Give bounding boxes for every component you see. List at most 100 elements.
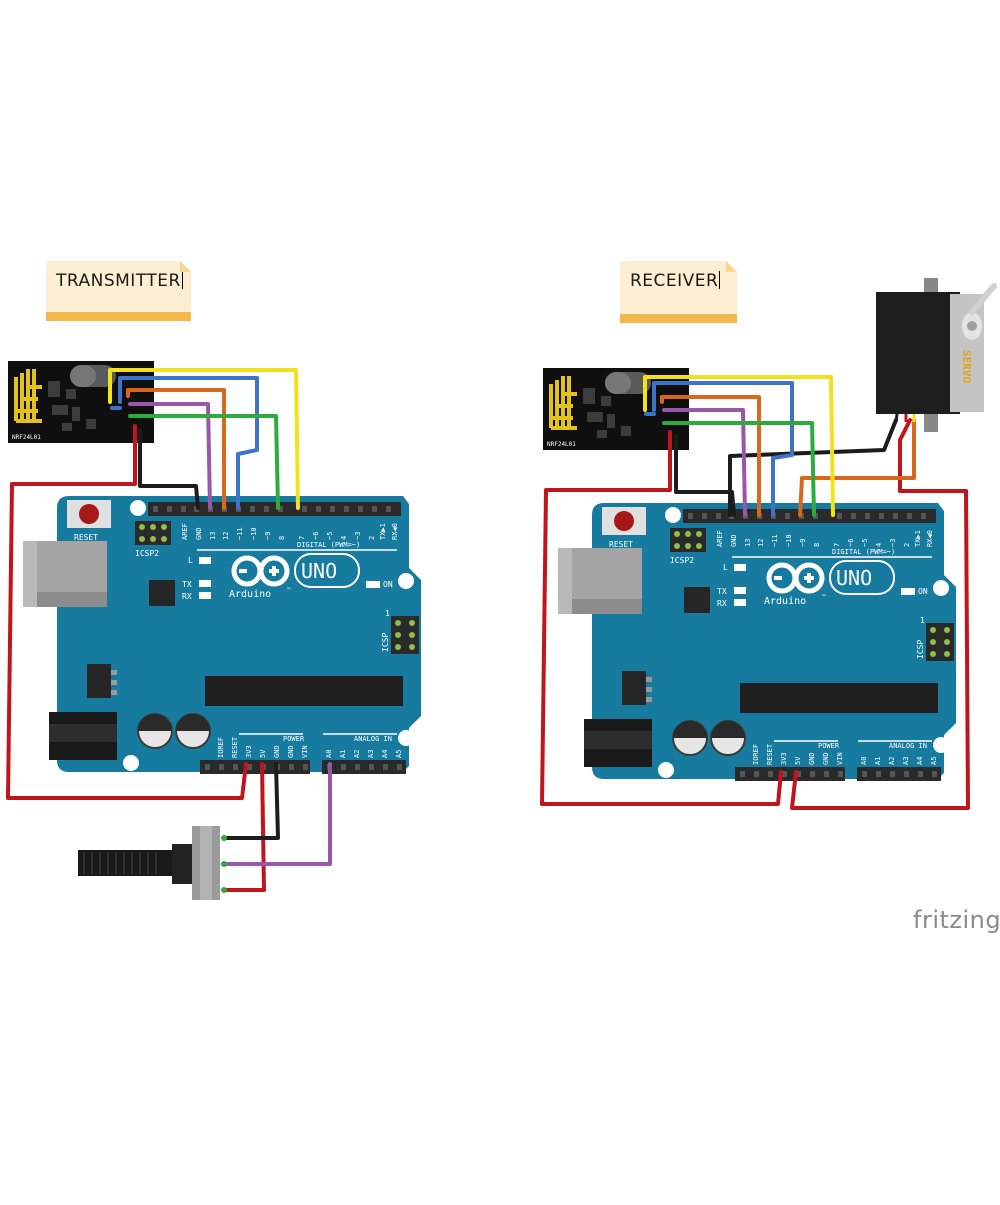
icsp2-label: ICSP2 — [135, 549, 159, 558]
pin-3v3: 3V3 — [780, 752, 788, 765]
pin-10: ~10 — [785, 534, 793, 547]
pin-6: ~6 — [312, 532, 320, 540]
pin-2: 2 — [368, 536, 376, 540]
uno-logo-text: UNO — [836, 566, 872, 590]
pin-3v3: 3V3 — [245, 745, 253, 758]
pin-a2: A2 — [353, 750, 361, 758]
pin-reset: RESET — [231, 736, 239, 758]
pin-gnd-1: GND — [808, 752, 816, 765]
pin-10: ~10 — [250, 527, 258, 540]
led-on-label: ON — [918, 587, 928, 596]
power-label: POWER — [283, 735, 305, 743]
pin-2: 2 — [903, 543, 911, 547]
digital-label: DIGITAL (PWM=~) — [297, 541, 360, 549]
led-on-label: ON — [383, 580, 393, 589]
pin-rx0: RX◀0 — [391, 523, 399, 540]
pin-a5: A5 — [395, 750, 403, 758]
led-rx-label: RX — [182, 592, 192, 601]
pin-aref: AREF — [716, 530, 724, 547]
receiver-note[interactable]: RECEIVER — [620, 261, 737, 323]
pin-gnd-2: GND — [822, 752, 830, 765]
pin-11: ~11 — [771, 534, 779, 547]
arduino-labels-receiver: RESET ICSP2 DIGITAL (PWM=~) L TX RX ON 1… — [609, 530, 938, 765]
fritzing-logo: fritzing — [913, 906, 1000, 934]
icsp-label: ICSP — [381, 633, 390, 652]
led-tx-label: TX — [717, 587, 727, 596]
pin-a4: A4 — [916, 757, 924, 765]
arduino-brand: Arduino — [229, 589, 271, 600]
pin-a3: A3 — [367, 750, 375, 758]
trademark: ™ — [287, 587, 291, 594]
icsp2-label: ICSP2 — [670, 556, 694, 565]
transmitter-note-text: TRANSMITTER — [56, 271, 181, 291]
pin-3: ~3 — [889, 539, 897, 547]
analog-label: ANALOG IN — [889, 742, 927, 750]
arduino-brand: Arduino — [764, 596, 806, 607]
pin-4: 4 — [875, 543, 883, 547]
nrf24l01-label-receiver: NRF24L01 — [547, 441, 576, 448]
pin-gnd-digital: GND — [730, 534, 738, 547]
pin-a0: A0 — [860, 757, 868, 765]
pin-aref: AREF — [181, 523, 189, 540]
icsp-pin1-label: 1 — [385, 609, 390, 618]
pin-13: 13 — [209, 532, 217, 540]
wiring-transmitter — [6, 368, 332, 892]
pin-ioref: IOREF — [752, 744, 760, 765]
pin-12: 12 — [757, 539, 765, 547]
pin-3: ~3 — [354, 532, 362, 540]
pin-6: ~6 — [847, 539, 855, 547]
arduino-labels-transmitter: RESET ICSP2 DIGITAL (PWM=~) L TX RX ON 1… — [74, 523, 403, 758]
pin-a0: A0 — [325, 750, 333, 758]
pin-5: ~5 — [861, 539, 869, 547]
icsp-label: ICSP — [916, 640, 925, 659]
trademark: ™ — [822, 594, 826, 601]
pin-8: 8 — [278, 536, 286, 540]
icsp-pin1-label: 1 — [920, 616, 925, 625]
pin-11: ~11 — [236, 527, 244, 540]
pin-9: ~9 — [264, 532, 272, 540]
text-cursor — [181, 271, 183, 289]
analog-label: ANALOG IN — [354, 735, 392, 743]
pin-ioref: IOREF — [217, 737, 225, 758]
nrf24l01-label-transmitter: NRF24L01 — [12, 434, 41, 441]
uno-logo-text: UNO — [301, 559, 337, 583]
pin-gnd-2: GND — [287, 745, 295, 758]
servo-label: SERVO — [960, 350, 973, 383]
pin-12: 12 — [222, 532, 230, 540]
pin-a1: A1 — [874, 757, 882, 765]
servo-motor — [876, 278, 997, 432]
receiver-note-text: RECEIVER — [630, 271, 719, 291]
pin-5v: 5V — [259, 749, 267, 758]
pin-a4: A4 — [381, 750, 389, 758]
pin-vin: VIN — [836, 752, 844, 765]
led-rx-label: RX — [717, 599, 727, 608]
pin-5v: 5V — [794, 756, 802, 765]
reset-label: RESET — [609, 540, 633, 549]
reset-label: RESET — [74, 533, 98, 542]
pin-8: 8 — [813, 543, 821, 547]
led-tx-label: TX — [182, 580, 192, 589]
led-l-label: L — [723, 563, 728, 572]
potentiometer — [78, 826, 227, 900]
transmitter-note[interactable]: TRANSMITTER — [46, 261, 191, 321]
pin-a1: A1 — [339, 750, 347, 758]
pin-tx1: TX▶1 — [379, 523, 387, 540]
pin-5: ~5 — [326, 532, 334, 540]
pin-a3: A3 — [902, 757, 910, 765]
text-cursor — [719, 271, 721, 289]
pin-a5: A5 — [930, 757, 938, 765]
pin-gnd-digital: GND — [195, 527, 203, 540]
pin-7: 7 — [298, 536, 306, 540]
pin-reset: RESET — [766, 743, 774, 765]
pin-tx1: TX▶1 — [914, 530, 922, 547]
pin-rx0: RX◀0 — [926, 530, 934, 547]
digital-label: DIGITAL (PWM=~) — [832, 548, 895, 556]
led-l-label: L — [188, 556, 193, 565]
pin-7: 7 — [833, 543, 841, 547]
pin-9: ~9 — [799, 539, 807, 547]
pin-vin: VIN — [301, 745, 309, 758]
pin-gnd-1: GND — [273, 745, 281, 758]
pin-4: 4 — [340, 536, 348, 540]
